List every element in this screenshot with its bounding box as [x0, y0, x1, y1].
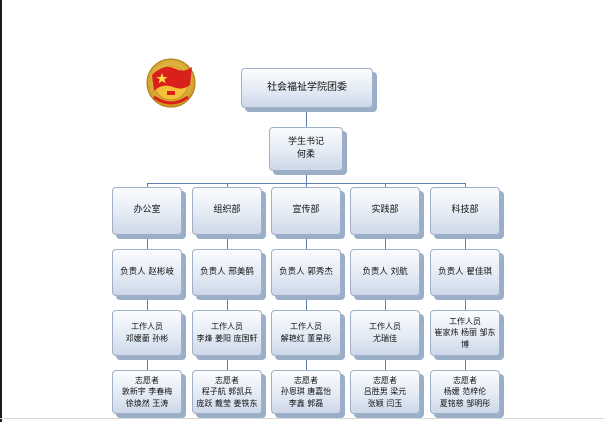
volunteers-title: 志愿者	[135, 375, 159, 385]
leader-label: 负责人 郭秀杰	[279, 267, 333, 278]
staff-box: 工作人员 邓媛蘅 孙彬	[112, 310, 182, 356]
org-root-box: 社会福祉学院团委	[241, 68, 373, 108]
volunteers-names: 庞跃 戴莹 姜铁东	[196, 398, 258, 408]
department-name: 科技部	[451, 205, 479, 216]
department-box-practice: 实践部	[350, 187, 420, 235]
org-title: 社会福祉学院团委	[267, 81, 347, 93]
connector-root-secretary	[306, 107, 307, 127]
staff-box: 工作人员 崔家炜 杨丽 邹东 博	[430, 310, 500, 356]
volunteers-names: 夏铭慈 邹明彤	[439, 398, 491, 408]
left-frame-edge	[0, 0, 2, 422]
staff-names: 李烽 姜阳 庞国轩	[196, 334, 258, 343]
connector-dept-5-drop	[465, 183, 466, 187]
staff-title: 工作人员	[449, 316, 481, 326]
department-name: 办公室	[133, 205, 161, 216]
volunteers-names: 李鑫 郭磊	[288, 398, 324, 408]
connector-dept-1-volunteers	[147, 356, 148, 370]
volunteers-box: 志愿者 杨媛 范梓伦 夏铭慈 邹明彤	[430, 370, 500, 414]
bottom-frame-edge	[0, 418, 604, 419]
volunteers-names: 孙恩琪 唐嘉怡	[280, 387, 332, 397]
connector-dept-5-staff	[465, 296, 466, 310]
connector-dept-4-drop	[385, 183, 386, 187]
staff-title: 工作人员	[211, 322, 243, 332]
volunteers-box: 志愿者 吕胜男 梁元 张颖 闫玉	[350, 370, 420, 414]
connector-dept-1-staff	[147, 296, 148, 310]
leader-box: 负责人 翟佳琪	[430, 249, 500, 296]
connector-dept-4-lead	[385, 235, 386, 249]
volunteers-title: 志愿者	[453, 375, 477, 385]
youth-league-emblem-icon	[146, 58, 196, 108]
connector-dept-2-staff	[227, 296, 228, 310]
connector-dept-4-staff	[385, 296, 386, 310]
connector-dept-3-drop	[306, 183, 307, 187]
leader-label: 负责人 邢美鹤	[200, 267, 254, 278]
department-name: 组织部	[213, 205, 241, 216]
volunteers-names: 程子航 郭凯兵	[201, 387, 253, 397]
leader-box: 负责人 邢美鹤	[192, 249, 262, 296]
leader-box: 负责人 赵彬岐	[112, 249, 182, 296]
volunteers-box: 志愿者 孙恩琪 唐嘉怡 李鑫 郭磊	[271, 370, 341, 414]
connector-dept-2-drop	[227, 183, 228, 187]
volunteers-title: 志愿者	[373, 375, 397, 385]
department-box-technology: 科技部	[430, 187, 500, 235]
volunteers-names: 徐焕然 王涛	[125, 398, 169, 408]
connector-dept-3-volunteers	[306, 356, 307, 370]
staff-box: 工作人员 解艳红 董星彤	[271, 310, 341, 356]
staff-names: 解艳红 董星彤	[280, 334, 332, 343]
secretary-box: 学生书记 何柔	[269, 127, 343, 171]
volunteers-names: 杨媛 范梓伦	[443, 387, 487, 397]
connector-dept-4-volunteers	[385, 356, 386, 370]
leader-box: 负责人 刘航	[350, 249, 420, 296]
staff-box: 工作人员 尤瑞佳	[350, 310, 420, 356]
volunteers-box: 志愿者 敦新宇 李春梅 徐焕然 王涛	[112, 370, 182, 414]
volunteers-names: 张颖 闫玉	[367, 398, 403, 408]
leader-label: 负责人 刘航	[362, 267, 408, 278]
secretary-name: 何柔	[296, 150, 315, 160]
department-box-organization: 组织部	[192, 187, 262, 235]
staff-title: 工作人员	[131, 322, 163, 332]
staff-names: 尤瑞佳	[373, 334, 397, 343]
connector-dept-5-lead	[465, 235, 466, 249]
department-name: 实践部	[371, 205, 399, 216]
staff-title: 工作人员	[369, 322, 401, 332]
connector-dept-1-lead	[147, 235, 148, 249]
connector-dept-3-staff	[306, 296, 307, 310]
staff-names: 崔家炜 杨丽 邹东	[434, 328, 496, 338]
volunteers-title: 志愿者	[215, 375, 239, 385]
leader-label: 负责人 赵彬岐	[120, 267, 174, 278]
connector-dept-1-drop	[147, 183, 148, 187]
volunteers-box: 志愿者 程子航 郭凯兵 庞跃 戴莹 姜铁东	[192, 370, 262, 414]
connector-dept-3-lead	[306, 235, 307, 249]
volunteers-names: 吕胜男 梁元	[363, 387, 407, 397]
connector-secretary-bus	[306, 171, 307, 183]
volunteers-title: 志愿者	[294, 375, 318, 385]
staff-names: 博	[461, 339, 469, 349]
volunteers-names: 敦新宇 李春梅	[121, 387, 173, 397]
connector-dept-2-lead	[227, 235, 228, 249]
secretary-role: 学生书记	[287, 136, 324, 147]
leader-label: 负责人 翟佳琪	[438, 267, 492, 278]
department-name: 宣传部	[292, 205, 320, 216]
connector-dept-2-volunteers	[227, 356, 228, 370]
staff-title: 工作人员	[290, 322, 322, 332]
connector-dept-5-volunteers	[465, 356, 466, 370]
staff-box: 工作人员 李烽 姜阳 庞国轩	[192, 310, 262, 356]
leader-box: 负责人 郭秀杰	[271, 249, 341, 296]
staff-names: 邓媛蘅 孙彬	[125, 334, 169, 343]
department-box-publicity: 宣传部	[271, 187, 341, 235]
department-box-office: 办公室	[112, 187, 182, 235]
